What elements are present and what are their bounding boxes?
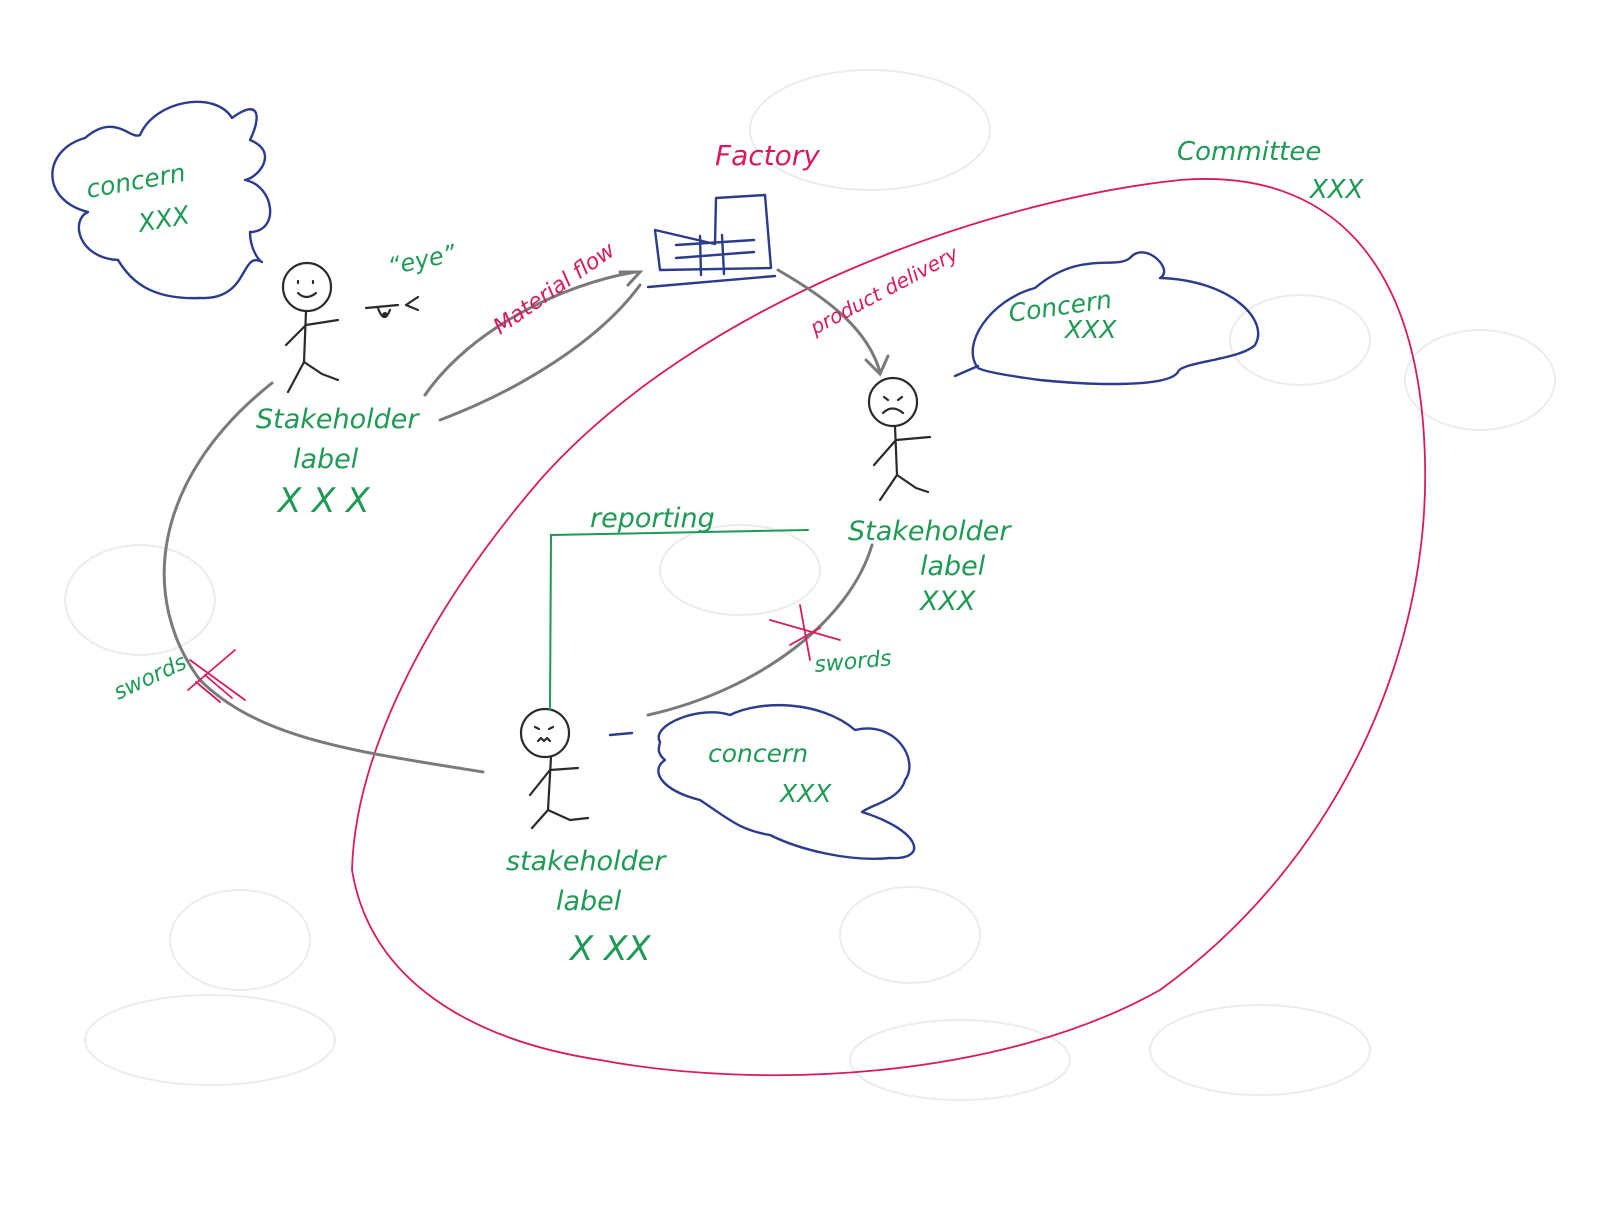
concern-3-label: concern (708, 739, 808, 768)
material-flow-arrow-upper (423, 270, 637, 397)
factory-label: Factory (715, 139, 820, 172)
stakeholder-1-id: X X X (276, 481, 370, 521)
background-ghost-sketches (64, 69, 1556, 1101)
product-delivery-arrowhead (864, 354, 890, 377)
stakeholder-1-figure (281, 261, 340, 394)
committee-label: Committee (1177, 137, 1321, 167)
concern-cloud-3: concern XXX (657, 703, 916, 860)
concern-3-id: XXX (778, 779, 832, 808)
swords-label-left: swords (110, 650, 191, 705)
material-flow-arrowhead (618, 270, 644, 287)
concern-1-id: XXX (134, 200, 192, 238)
reporting-label: reporting (590, 503, 715, 534)
reporting-line (549, 529, 809, 711)
concern-cloud-2: Concern XXX (971, 251, 1260, 386)
stakeholder-3-label-line1: stakeholder (506, 846, 667, 877)
eye-icon (364, 295, 420, 319)
stakeholder-3-figure (519, 707, 590, 830)
stakeholder-2-figure (867, 376, 932, 502)
stakeholder-3-label-line2: label (556, 886, 622, 917)
eye-label: “eye” (385, 239, 458, 281)
conflict-link-right (646, 543, 874, 717)
conflict-link-left (162, 381, 485, 774)
stakeholder-2-label-line1: Stakeholder (848, 516, 1012, 547)
concern-1-label: concern (84, 158, 188, 204)
product-delivery-arrow (776, 268, 882, 374)
stakeholder-2-label-line2: label (920, 551, 986, 582)
swords-icon-right (769, 604, 841, 661)
stakeholder-2-id: XXX (918, 586, 976, 617)
material-flow-label: Material flow (489, 237, 621, 340)
stakeholder-3-id: X XX (568, 929, 651, 969)
material-flow-arrow-lower (438, 283, 642, 422)
stakeholder-1-label-line2: label (293, 444, 359, 475)
committee-boundary (351, 178, 1427, 1077)
concern-3-connector (608, 731, 634, 737)
committee-id: XXX (1308, 175, 1365, 205)
swords-label-right: swords (813, 646, 892, 678)
swords-icon-left (187, 649, 246, 703)
concern-2-id: XXX (1063, 315, 1117, 344)
stakeholder-1-label-line1: Stakeholder (256, 404, 420, 435)
factory-icon (646, 193, 777, 289)
concern-2-connector (953, 364, 980, 378)
concern-cloud-1: concern XXX (51, 100, 272, 300)
